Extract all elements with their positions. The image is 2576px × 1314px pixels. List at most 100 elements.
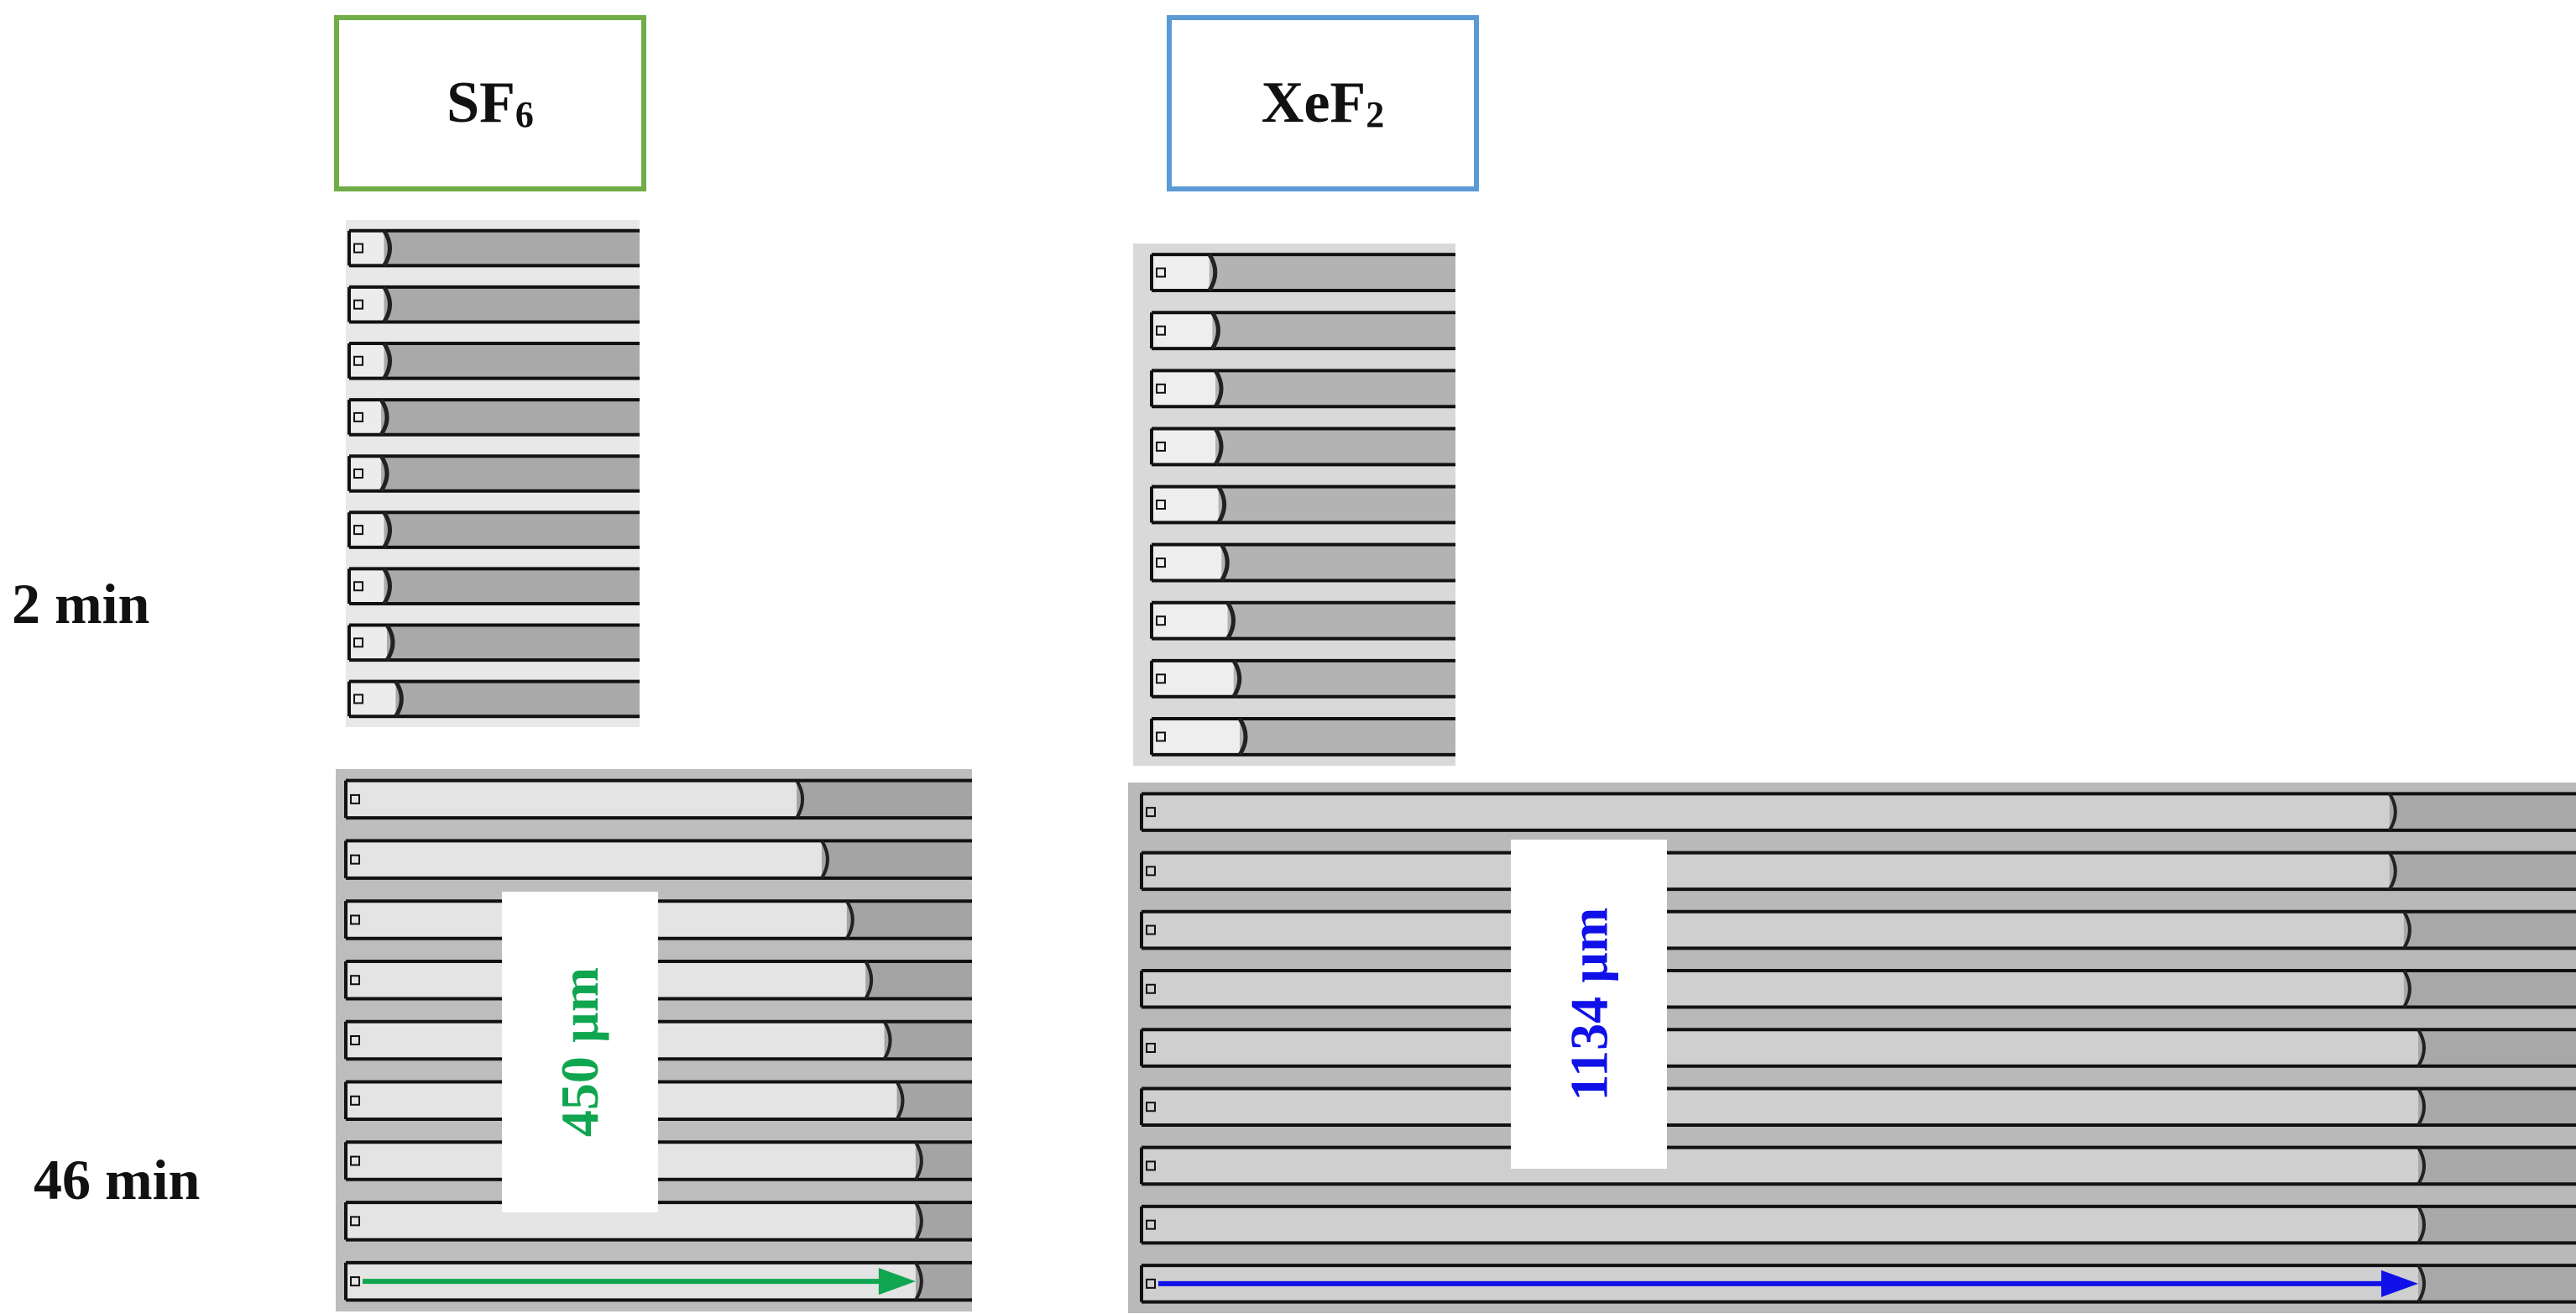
xef2-2min-micrograph	[1133, 243, 1455, 766]
access-hole	[350, 975, 360, 986]
etch-front	[2402, 910, 2411, 950]
etched-cavity	[1152, 660, 1234, 697]
etched-cavity	[1142, 1147, 2419, 1185]
access-hole	[350, 1155, 360, 1166]
etched-cavity	[1152, 312, 1213, 349]
etched-cavity	[1142, 1029, 2419, 1066]
etched-cavity	[1142, 793, 2390, 830]
etch-front	[2417, 1087, 2427, 1127]
access-hole	[350, 1035, 360, 1045]
etched-cavity	[1142, 852, 2390, 890]
etch-front	[914, 1261, 923, 1301]
etch-front	[2417, 1029, 2427, 1067]
etch-front	[2417, 1264, 2427, 1303]
access-hole	[1146, 1278, 1156, 1289]
etch-front	[914, 1201, 923, 1241]
access-hole	[350, 914, 360, 925]
access-hole	[1156, 500, 1166, 510]
etch-front	[845, 900, 854, 940]
access-hole	[350, 1276, 360, 1287]
etch-front	[382, 342, 393, 380]
etch-front	[864, 960, 874, 1000]
channel-body	[349, 286, 640, 322]
access-hole	[1156, 558, 1166, 568]
etch-front	[914, 1141, 923, 1181]
channel-body	[349, 343, 640, 379]
row-label-46min: 46 min	[34, 1148, 201, 1212]
etch-front	[382, 229, 393, 267]
etched-cavity	[1142, 971, 2404, 1008]
etch-front	[382, 568, 393, 605]
etched-cavity	[1142, 1088, 2419, 1125]
access-hole	[353, 243, 363, 254]
etch-front	[2417, 1146, 2427, 1186]
etch-front	[820, 840, 829, 879]
xef2-46min-micrograph	[1128, 783, 2576, 1313]
etched-cavity	[1142, 1206, 2419, 1243]
sf6-label-box: SF6	[334, 15, 646, 191]
etch-front	[1210, 311, 1220, 350]
access-hole	[1146, 866, 1156, 877]
etch-front	[795, 779, 805, 819]
xef2-formula: XeF2	[1261, 71, 1385, 135]
etch-front	[882, 1020, 892, 1060]
etched-cavity	[1152, 486, 1219, 523]
sf6-etch-length-label: 450 µm	[502, 892, 658, 1212]
sf6-formula: SF6	[447, 71, 534, 135]
etch-front	[1207, 253, 1218, 292]
access-hole	[353, 299, 363, 310]
etch-front	[382, 510, 393, 549]
etch-front	[379, 454, 389, 493]
access-hole	[1146, 1043, 1156, 1053]
etch-front	[2388, 851, 2397, 891]
access-hole	[1146, 1102, 1156, 1112]
access-hole	[1156, 673, 1166, 684]
etched-cavity	[1152, 719, 1240, 755]
etch-front	[1213, 369, 1224, 408]
access-hole	[1156, 441, 1166, 452]
etch-length-arrow-head	[2381, 1270, 2419, 1297]
access-hole	[350, 1216, 360, 1227]
channel-body	[349, 230, 640, 266]
etched-cavity	[1152, 370, 1216, 407]
access-hole	[353, 637, 363, 648]
access-hole	[1146, 1160, 1156, 1171]
access-hole	[350, 793, 360, 804]
channel-body	[349, 456, 640, 491]
etch-length-arrow-head	[878, 1268, 916, 1296]
xef2-etch-length-label: 1134 µm	[1511, 840, 1667, 1169]
etched-cavity	[346, 840, 822, 878]
access-hole	[353, 525, 363, 536]
access-hole	[1146, 924, 1156, 935]
access-hole	[1156, 325, 1166, 336]
access-hole	[1146, 1219, 1156, 1230]
access-hole	[353, 411, 363, 422]
etch-front	[1216, 485, 1227, 524]
etch-front	[384, 624, 395, 662]
etched-cavity	[346, 780, 797, 819]
etched-cavity	[349, 625, 387, 661]
etched-cavity	[1152, 602, 1228, 639]
etch-front	[2388, 793, 2397, 831]
sf6-46min-micrograph	[336, 769, 972, 1311]
etch-front	[2402, 969, 2411, 1008]
access-hole	[1146, 983, 1156, 994]
channel-body	[349, 400, 640, 435]
channel-body	[349, 512, 640, 547]
access-hole	[353, 355, 363, 366]
etch-front	[2417, 1205, 2427, 1244]
etch-front	[1213, 427, 1224, 466]
etch-front	[1225, 601, 1236, 641]
etch-front	[382, 285, 393, 323]
etched-cavity	[1152, 428, 1216, 465]
access-hole	[350, 854, 360, 865]
etch-front	[895, 1081, 905, 1121]
access-hole	[1156, 267, 1166, 278]
channel-body	[349, 625, 640, 661]
access-hole	[1156, 383, 1166, 394]
etch-front	[1231, 659, 1242, 699]
channel-body	[349, 568, 640, 605]
etched-cavity	[349, 681, 396, 717]
etched-cavity	[1152, 544, 1222, 581]
etch-front	[379, 398, 389, 437]
